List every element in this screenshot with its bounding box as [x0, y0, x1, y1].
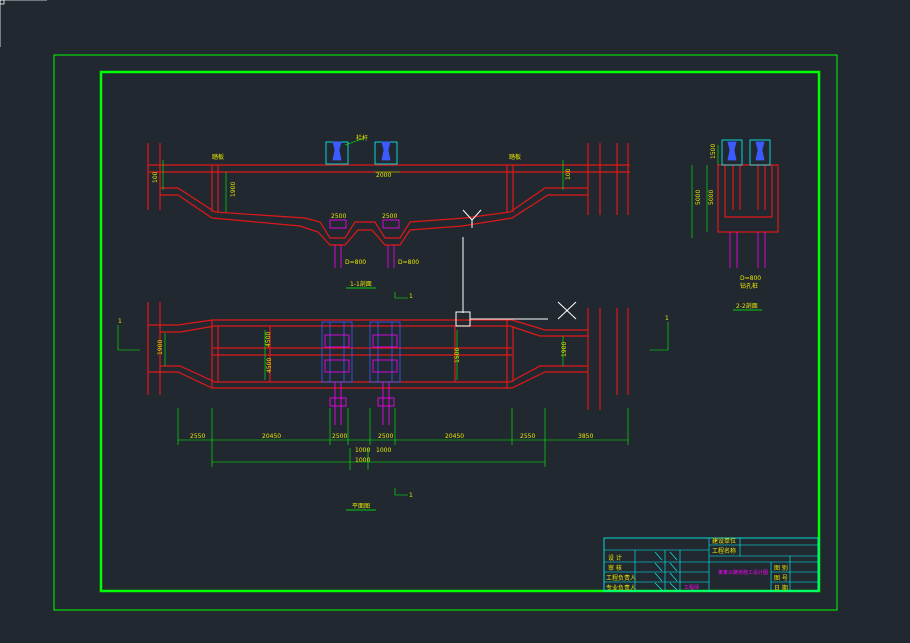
- section-1-1-title: 1-1剖面: [350, 280, 372, 288]
- ucs-x-glyph: [557, 301, 577, 320]
- side-pile-note: 钻孔桩: [740, 282, 758, 290]
- side-dim-3: 1500: [710, 144, 717, 159]
- section-mark-3: 1: [409, 293, 413, 300]
- side-dim-left: 100: [152, 171, 159, 183]
- pile-label-2: D=800: [398, 259, 419, 266]
- plan-dim-1: 2550: [190, 433, 205, 440]
- plan-dim-4: 2500: [378, 433, 393, 440]
- tb-stamp: 工程师: [684, 584, 699, 591]
- plan-inner-dim-2: 4500: [266, 358, 273, 373]
- tb-drawing-title: 某某公路桥施工设计图: [718, 569, 768, 576]
- plan-left-dim-1: 1900: [157, 340, 164, 355]
- outer-border-frame: [53, 54, 838, 611]
- ucs-marker: [0, 0, 47, 47]
- side-dim-right: 100: [565, 168, 572, 180]
- title-block[interactable]: 建设单位 工程名称 设 计 审 核 工程负责人 专业负责人 图 别 图 号 日 …: [603, 537, 819, 592]
- plan-dim-2: 20450: [262, 433, 281, 440]
- plan-inner-dim-1: 4500: [265, 332, 272, 347]
- tb-row-1: 设 计: [608, 554, 622, 562]
- callout-top-label: 栏杆: [356, 134, 368, 142]
- tb-header-2: 工程名称: [712, 547, 736, 555]
- plan-title: 平面图: [352, 503, 370, 510]
- tb-right-3: 日 期: [774, 584, 788, 592]
- center-dimension: 2000: [376, 172, 391, 179]
- plan-dim-9: 1000: [355, 457, 370, 464]
- plan-dim-10: 1000: [376, 447, 391, 454]
- section-1-1[interactable]: 栏杆 踏板 踏板 1900 2000 2500 2500 D=800 D=800…: [147, 134, 630, 289]
- pile-cap-label-1: 2500: [331, 213, 346, 220]
- plan-dim-5: 20450: [445, 433, 464, 440]
- tb-right-2: 图 号: [774, 575, 788, 582]
- plan-view[interactable]: 2550 20450 2500 2500 20450 2550 3850 100…: [117, 292, 669, 511]
- plan-inner-dim-3: 1500: [454, 348, 461, 363]
- plan-dim-7: 3850: [578, 433, 593, 440]
- tb-row-4: 专业负责人: [606, 584, 636, 592]
- depth-dimension: 1900: [230, 182, 237, 197]
- side-dim-1: 5000: [695, 190, 702, 205]
- side-pile-label: D=800: [740, 275, 761, 282]
- side-dim-2: 5000: [708, 190, 715, 205]
- plan-dim-6: 2550: [520, 433, 535, 440]
- tb-row-3: 工程负责人: [606, 574, 636, 582]
- tb-right-1: 图 别: [774, 564, 788, 572]
- tb-row-2: 审 核: [608, 564, 622, 572]
- section-mark-4: 1: [409, 492, 413, 499]
- section-2-2[interactable]: 5000 5000 1500 D=800 钻孔桩 2-2剖面: [691, 139, 779, 311]
- tb-header-1: 建设单位: [712, 537, 736, 545]
- crosshair-cursor[interactable]: [455, 237, 548, 327]
- section-mark-1: 1: [118, 318, 122, 325]
- section-2-2-title: 2-2剖面: [736, 302, 758, 310]
- plan-left-dim-2: 1900: [561, 342, 568, 357]
- label-right: 踏板: [509, 153, 521, 161]
- pile-label-1: D=800: [345, 259, 366, 266]
- pile-cap-label-2: 2500: [382, 213, 397, 220]
- plan-dim-3: 2500: [332, 433, 347, 440]
- ucs-y-glyph: [462, 209, 482, 228]
- label-left: 踏板: [212, 153, 224, 161]
- inner-border-frame: [99, 70, 821, 593]
- plan-dim-8: 1000: [355, 447, 370, 454]
- section-mark-2: 1: [665, 315, 669, 322]
